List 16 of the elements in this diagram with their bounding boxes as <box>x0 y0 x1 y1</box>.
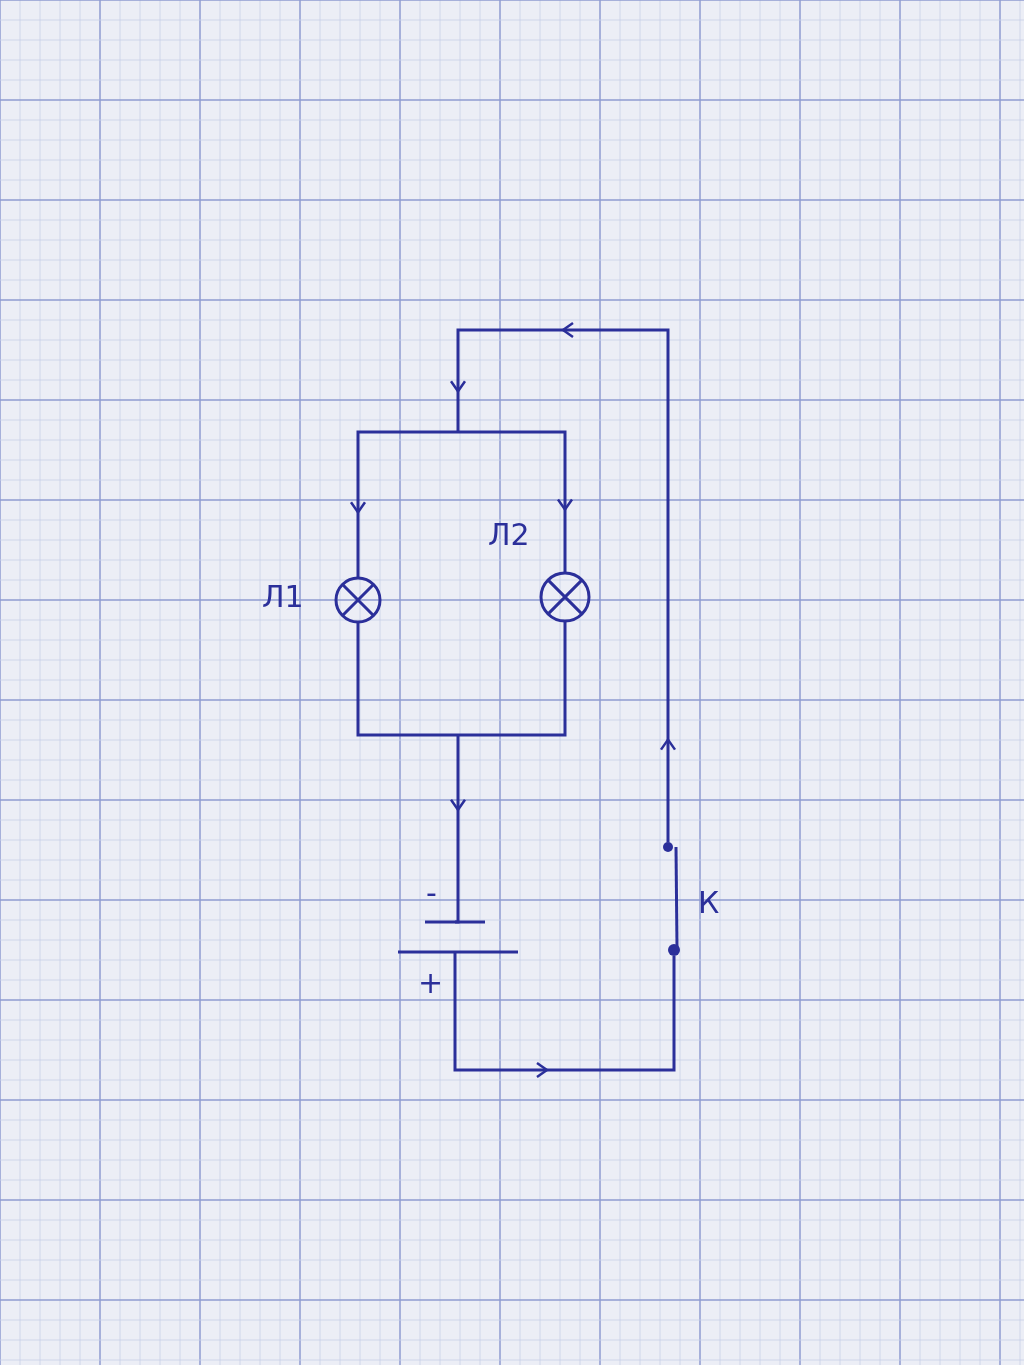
wire <box>449 321 677 842</box>
polarity-sign: - <box>426 878 437 908</box>
component-label: Л2 <box>488 520 530 550</box>
wire <box>453 952 676 1079</box>
wire <box>458 621 567 737</box>
component-label: К <box>698 888 720 918</box>
switch-symbol <box>663 842 680 956</box>
component-label: Л1 <box>262 582 304 612</box>
wire <box>449 735 467 924</box>
wire <box>349 430 458 578</box>
battery-symbol <box>398 920 518 954</box>
wire <box>356 622 458 737</box>
wire <box>458 430 574 573</box>
polarity-sign: + <box>418 968 444 998</box>
lamp-symbol <box>334 576 382 624</box>
lamp-symbol <box>539 571 591 623</box>
